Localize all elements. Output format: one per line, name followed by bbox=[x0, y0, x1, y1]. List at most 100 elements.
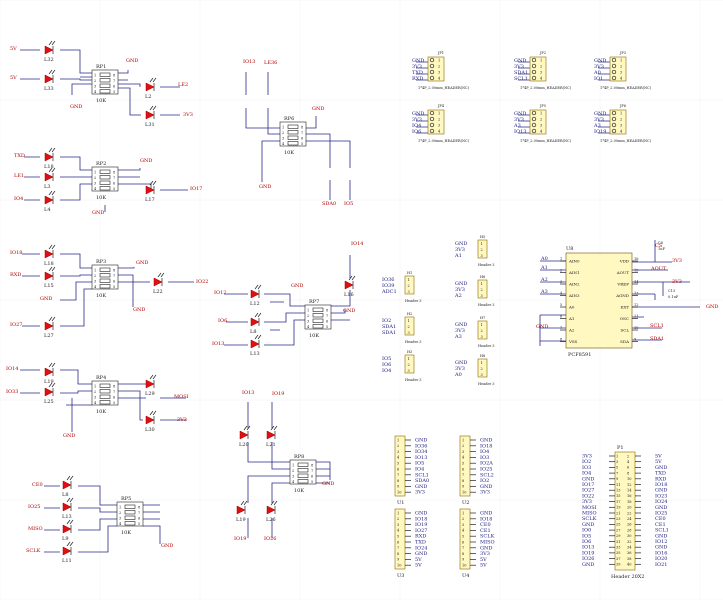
svg-text:5: 5 bbox=[462, 535, 464, 539]
connector-pin-net: GND bbox=[415, 511, 427, 517]
header-h8[interactable]: 123 bbox=[477, 358, 488, 378]
led-l13[interactable] bbox=[62, 497, 74, 512]
p1-pin-net: IO18 bbox=[655, 482, 667, 488]
p1-pin-net: 3V3 bbox=[582, 454, 592, 460]
led-l26[interactable] bbox=[266, 500, 278, 515]
led-l27[interactable] bbox=[44, 316, 56, 331]
header-ref: JP5 bbox=[539, 104, 546, 108]
header-pin-net: A3 bbox=[593, 123, 601, 129]
led-l18[interactable] bbox=[44, 244, 56, 259]
led-l15[interactable] bbox=[44, 266, 56, 281]
svg-text:6: 6 bbox=[462, 540, 464, 544]
led-l8[interactable] bbox=[250, 312, 262, 327]
header-h1[interactable]: 123 bbox=[404, 275, 415, 295]
header-h7[interactable]: 123 bbox=[477, 320, 488, 340]
led-l30[interactable] bbox=[145, 410, 157, 425]
svg-text:4: 4 bbox=[94, 285, 97, 289]
svg-text:3: 3 bbox=[119, 517, 121, 521]
led-l31[interactable] bbox=[145, 105, 157, 120]
p1-pin-net: 5V bbox=[655, 454, 662, 460]
svg-text:4: 4 bbox=[438, 77, 441, 81]
svg-text:3: 3 bbox=[307, 320, 309, 324]
connector-pin-net: IO13 bbox=[415, 455, 427, 461]
header-h5[interactable]: 123 bbox=[477, 239, 488, 259]
led-l25[interactable] bbox=[44, 382, 56, 397]
led-l13[interactable] bbox=[250, 334, 262, 349]
header-h6[interactable]: 123 bbox=[477, 279, 488, 299]
header-name: 1*4P_2.00mm_HEADER(NC) bbox=[520, 86, 572, 90]
led-l21[interactable] bbox=[266, 425, 278, 440]
led-ref-label: L11 bbox=[62, 558, 72, 564]
svg-text:3: 3 bbox=[397, 523, 399, 527]
led-l19[interactable] bbox=[44, 362, 56, 377]
svg-text:2: 2 bbox=[462, 444, 464, 448]
led-l4[interactable] bbox=[44, 190, 56, 205]
net-label: 5V bbox=[10, 46, 17, 52]
header-h3[interactable]: 123 bbox=[404, 354, 415, 374]
led-l20[interactable] bbox=[239, 425, 251, 440]
svg-text:15: 15 bbox=[616, 494, 620, 498]
p1-pin-net: IO25 bbox=[655, 511, 667, 517]
led-l2[interactable] bbox=[145, 77, 157, 92]
led-ref-label: L15 bbox=[44, 283, 54, 289]
led-l3[interactable] bbox=[44, 167, 56, 182]
connector-pin-net: IO24 bbox=[415, 545, 427, 551]
svg-text:6: 6 bbox=[627, 466, 629, 470]
net-label: GND bbox=[291, 283, 303, 289]
led-l19[interactable] bbox=[236, 500, 248, 515]
led-l16[interactable] bbox=[344, 275, 356, 290]
p1-pin-net: GND bbox=[655, 545, 667, 551]
svg-text:4: 4 bbox=[307, 325, 310, 329]
connector-pin-net: CE0 bbox=[480, 522, 491, 528]
svg-text:6: 6 bbox=[138, 517, 140, 521]
led-l33[interactable] bbox=[44, 69, 56, 84]
svg-text:3: 3 bbox=[292, 475, 294, 479]
led-ref-label: L25 bbox=[44, 399, 54, 405]
svg-text:A2: A2 bbox=[568, 328, 575, 333]
led-ref-label: L8 bbox=[250, 329, 257, 335]
led-l29[interactable] bbox=[145, 374, 157, 389]
net-label: RXD bbox=[10, 272, 21, 278]
led-l22[interactable] bbox=[153, 272, 165, 287]
net-label: TXD bbox=[14, 153, 25, 159]
svg-text:4: 4 bbox=[94, 187, 97, 191]
led-l17[interactable] bbox=[145, 180, 157, 195]
led-l18[interactable] bbox=[44, 147, 56, 162]
svg-text:SCL: SCL bbox=[621, 328, 630, 333]
header-p1[interactable]: 1357911131517192123252729313335373924681… bbox=[609, 451, 641, 571]
led-l11[interactable] bbox=[62, 541, 74, 556]
header-pin-net: A0 bbox=[593, 70, 601, 76]
svg-text:A1: A1 bbox=[568, 316, 574, 321]
led-l9[interactable] bbox=[62, 519, 74, 534]
svg-text:10: 10 bbox=[462, 491, 466, 495]
resistor-network-ref: RP6 bbox=[284, 116, 294, 122]
net-label: IO5 bbox=[344, 201, 353, 207]
connector-pin-net: IO2A bbox=[480, 461, 493, 467]
header-ref: JP1 bbox=[437, 51, 444, 55]
led-l12[interactable] bbox=[250, 284, 262, 299]
header-h2[interactable]: 123 bbox=[404, 316, 415, 336]
header-name: 1*4P_2.00mm_HEADER(NC) bbox=[520, 139, 572, 143]
led-l32[interactable] bbox=[44, 40, 56, 55]
svg-text:AIN0: AIN0 bbox=[568, 259, 580, 264]
led-l8[interactable] bbox=[62, 475, 74, 490]
